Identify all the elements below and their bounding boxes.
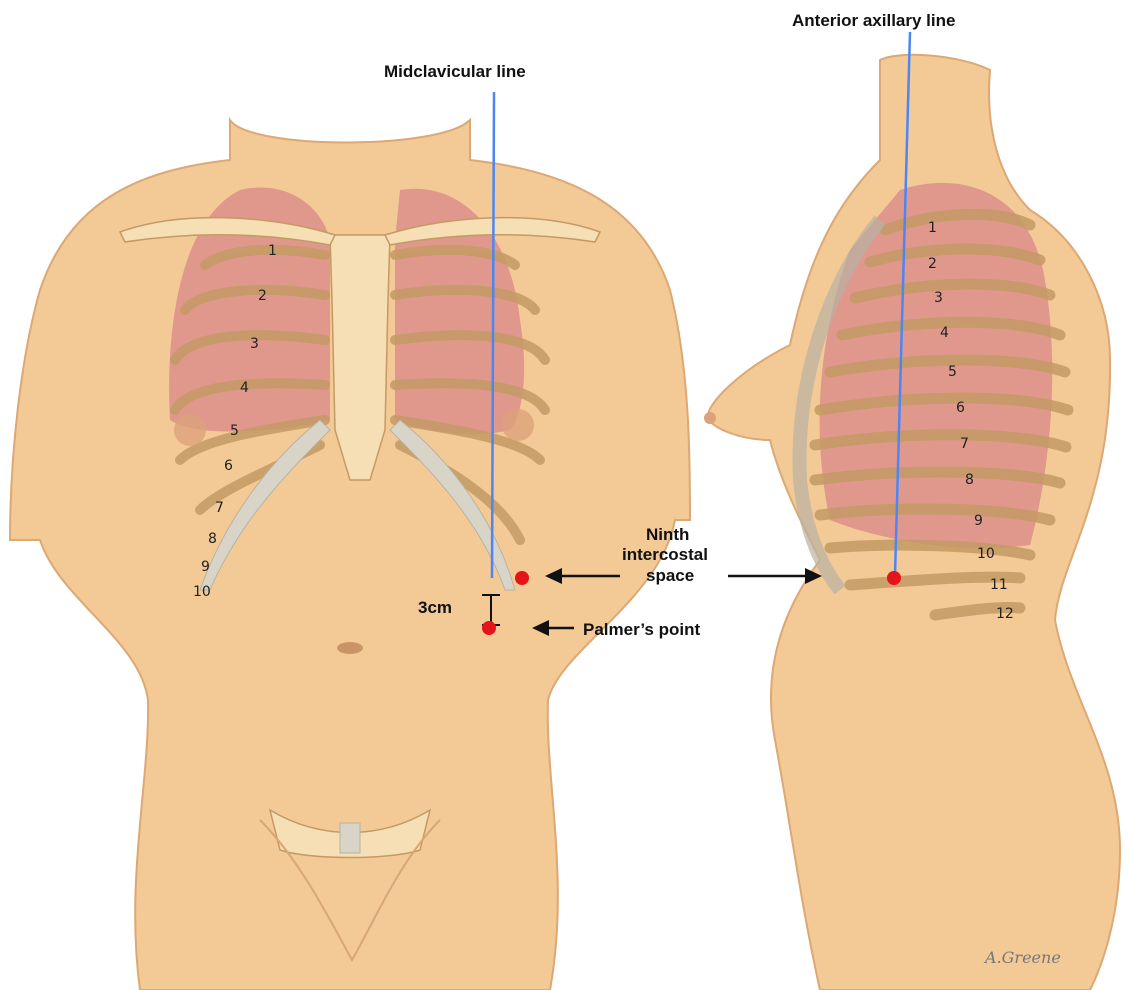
front-rib-number: 1 [268, 243, 277, 259]
palmers-point-marker [482, 621, 496, 635]
ninth-intercostal-marker-front [515, 571, 529, 585]
front-rib-number: 3 [250, 336, 259, 352]
right-areola [174, 414, 206, 446]
side-rib-number: 9 [974, 513, 983, 529]
ninth-intercostal-label-line1: Ninth [646, 525, 689, 544]
side-rib-number: 5 [948, 364, 957, 380]
front-rib-number: 6 [224, 458, 233, 474]
ninth-intercostal-label-line2: intercostal [622, 545, 708, 564]
left-areola [502, 409, 534, 441]
front-rib-number: 10 [193, 584, 211, 600]
front-rib-number: 4 [240, 380, 249, 396]
side-rib-number: 11 [990, 577, 1008, 593]
side-rib-number: 10 [977, 546, 995, 562]
midclavicular-line-label: Midclavicular line [384, 62, 526, 81]
front-rib-number: 7 [215, 500, 224, 516]
ninth-intercostal-label-line3: space [646, 566, 694, 585]
artist-signature: A.Greene [983, 948, 1061, 967]
front-figure: 1 2 3 4 5 6 7 8 9 10 [10, 92, 690, 990]
ninth-intercostal-marker-side [887, 571, 901, 585]
side-figure: 1 2 3 4 5 6 7 8 9 10 11 12 A.Greene [704, 32, 1120, 990]
navel [337, 642, 363, 654]
side-rib-number: 8 [965, 472, 974, 488]
front-rib-number: 2 [258, 288, 267, 304]
side-rib-number: 4 [940, 325, 949, 341]
front-rib-number: 8 [208, 531, 217, 547]
sternum [330, 235, 390, 480]
pubic-symphysis [340, 823, 360, 853]
side-rib-number: 7 [960, 436, 969, 452]
palmers-point-label: Palmer’s point [583, 620, 700, 639]
anterior-axillary-line-label: Anterior axillary line [792, 11, 955, 30]
side-rib-number: 6 [956, 400, 965, 416]
side-rib-number: 3 [934, 290, 943, 306]
front-rib-number: 5 [230, 423, 239, 439]
side-rib-number: 12 [996, 606, 1014, 622]
side-rib-number: 1 [928, 220, 937, 236]
front-rib-number: 9 [201, 559, 210, 575]
side-rib-number: 2 [928, 256, 937, 272]
side-nipple [704, 412, 716, 424]
distance-label: 3cm [418, 598, 452, 617]
